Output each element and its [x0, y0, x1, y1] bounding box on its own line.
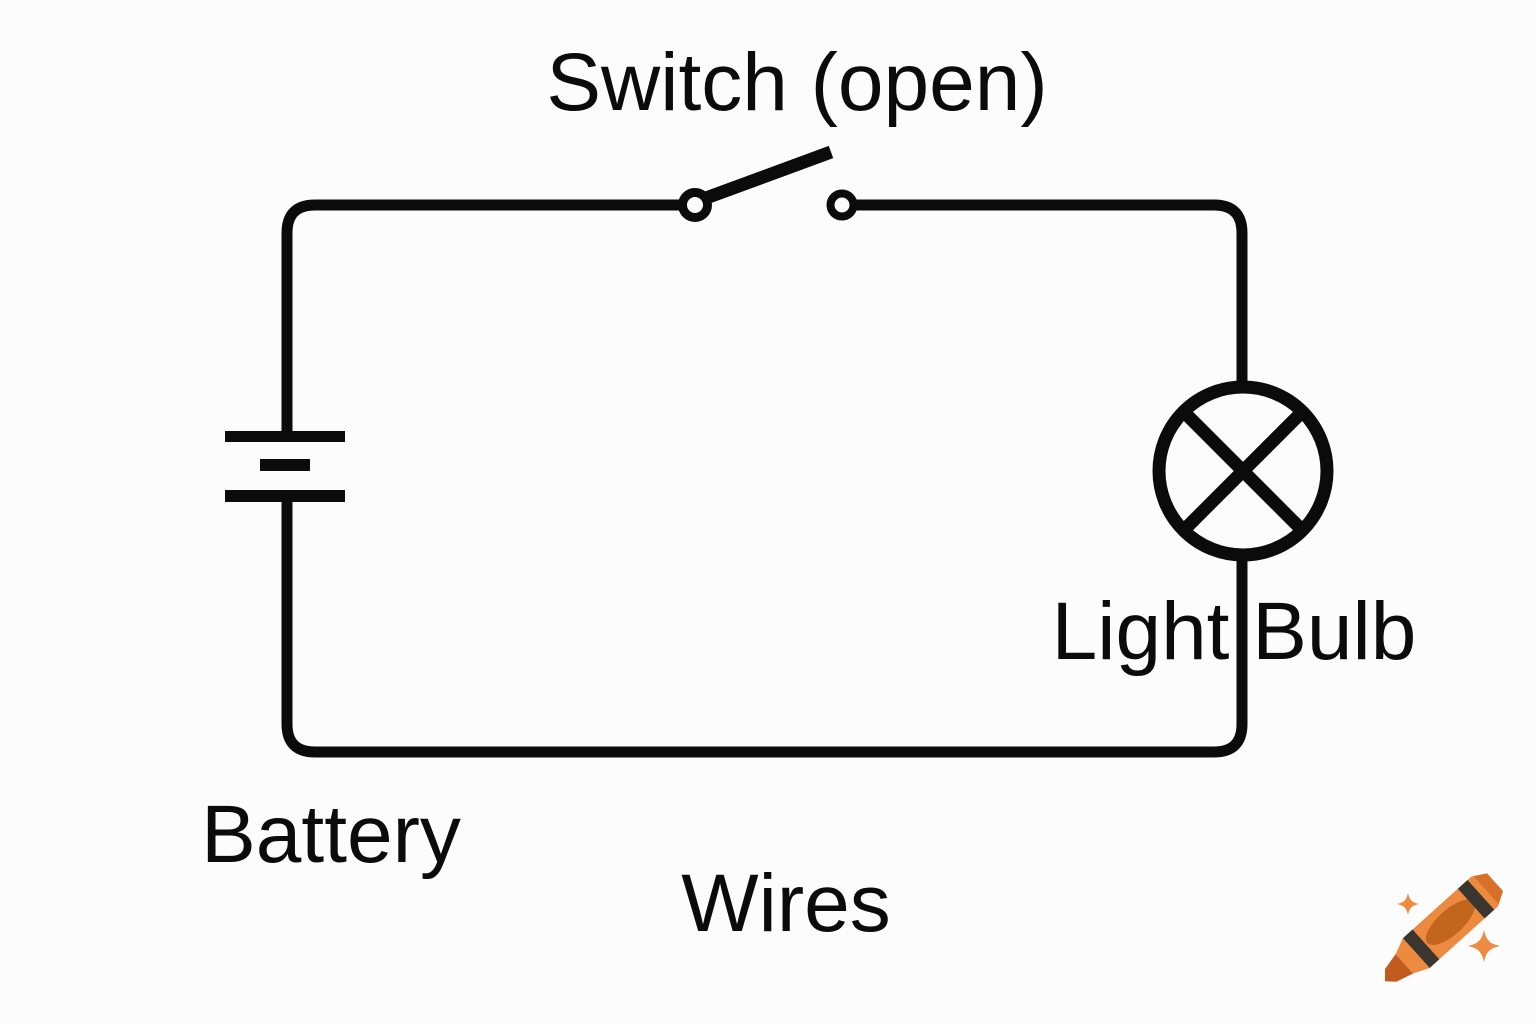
crayon-tip [1384, 954, 1414, 982]
light-bulb-label: Light Bulb [1052, 586, 1417, 677]
light-bulb-cross-line-2 [1179, 407, 1307, 535]
battery-symbol [225, 431, 345, 502]
crayon-stripe-bottom [1402, 929, 1440, 968]
battery-plate-top [225, 431, 345, 442]
crayon-end-cap [1471, 873, 1504, 907]
crayon-icon [1384, 873, 1504, 982]
switch-lever [703, 145, 834, 205]
battery-label: Battery [201, 789, 461, 880]
crayon-logo [1384, 873, 1504, 982]
sparkle-icon-small [1397, 893, 1419, 915]
switch-terminal-left [678, 188, 712, 222]
switch-label: Switch (open) [546, 37, 1047, 128]
wires-label: Wires [681, 858, 891, 949]
battery-plate-middle [260, 459, 310, 471]
circuit-wire-loop [281, 199, 1248, 758]
sparkle-icon-large [1468, 930, 1500, 962]
crayon-collar [1395, 938, 1430, 974]
light-bulb-symbol [1152, 380, 1334, 562]
crayon-shade-ellipse [1425, 899, 1475, 946]
battery-plate-bottom [225, 490, 345, 502]
switch-terminal-right [826, 189, 858, 221]
switch-wire-gap [679, 196, 856, 214]
crayon-stripe-top [1457, 880, 1495, 919]
switch-symbol [678, 145, 858, 222]
